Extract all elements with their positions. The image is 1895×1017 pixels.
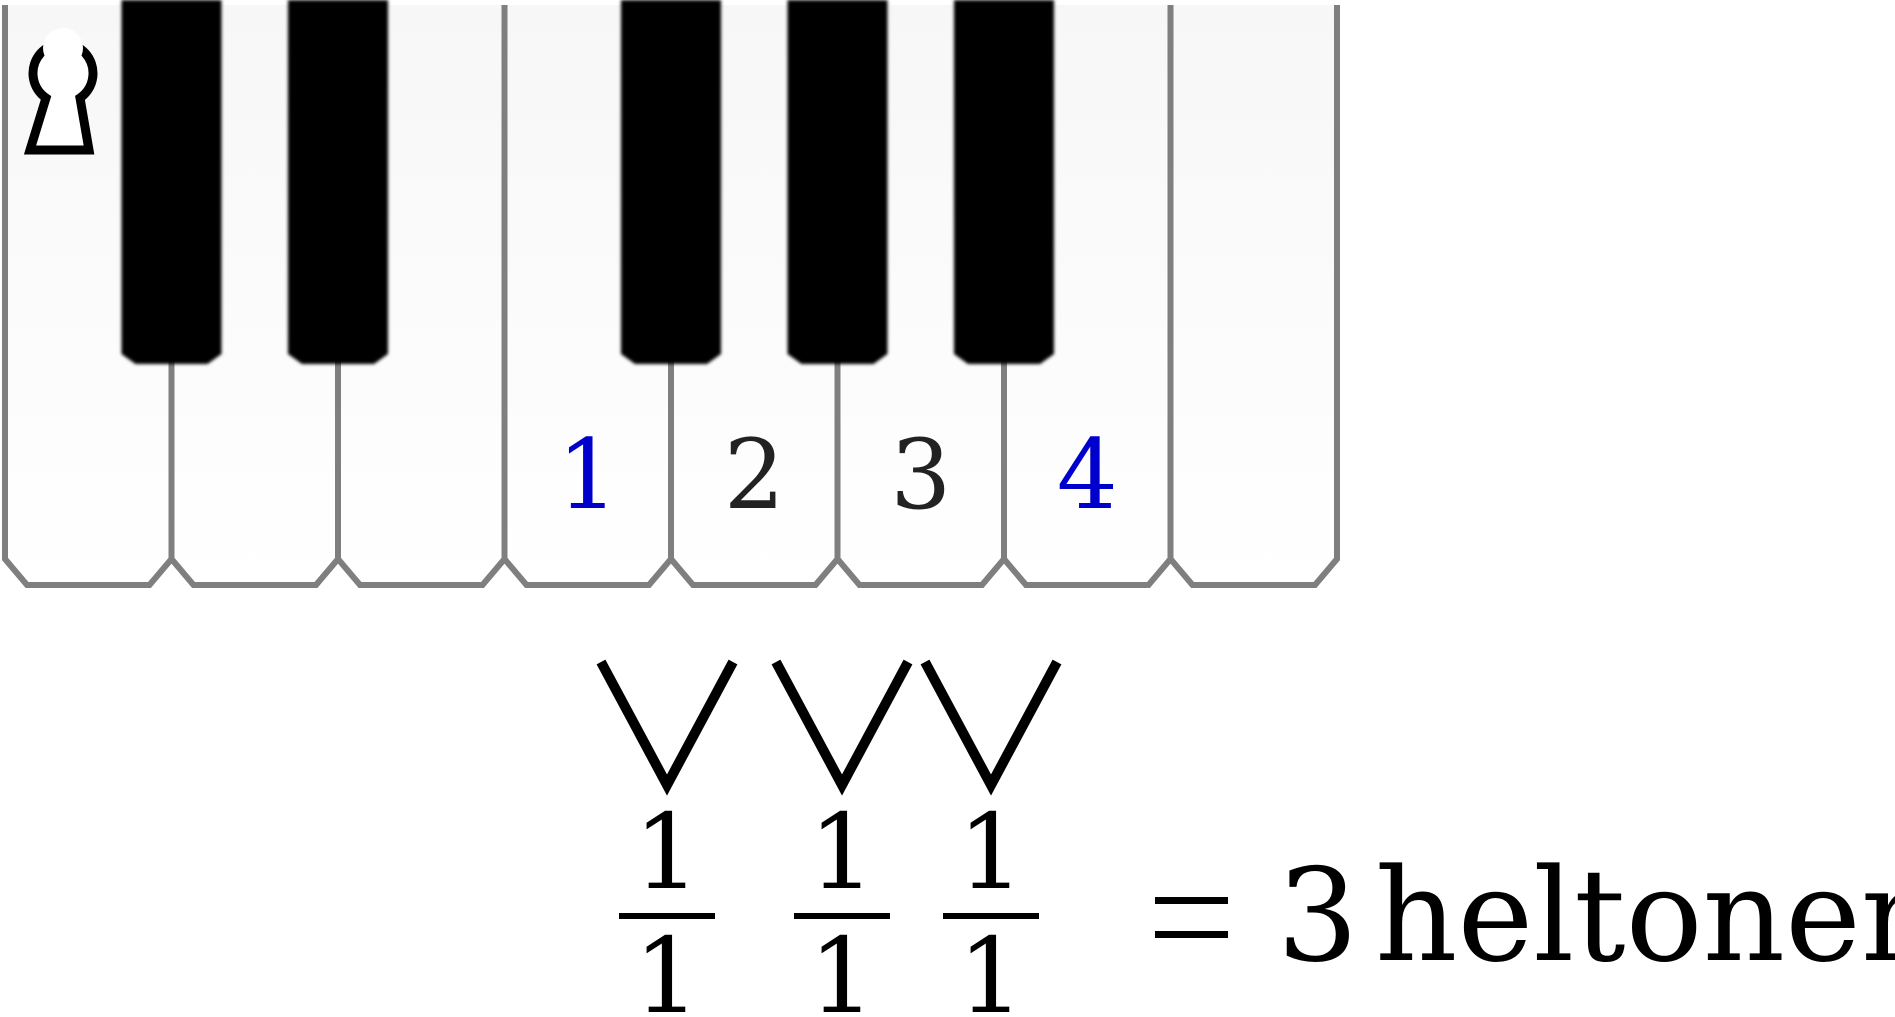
result-equation: 3 heltoner [1155, 842, 1895, 991]
fraction-denominator: 1 [958, 915, 1024, 1017]
fraction-numerator: 1 [809, 791, 875, 913]
key-number-label: 4 [1057, 419, 1118, 531]
black-keys [121, 0, 1054, 364]
keyhole-icon [23, 28, 98, 155]
white-key [1167, 5, 1340, 588]
equals-sign [1155, 897, 1228, 938]
fraction-bar [619, 913, 715, 919]
fraction-denominator: 1 [634, 915, 700, 1017]
fraction-denominator: 1 [809, 915, 875, 1017]
black-key [121, 0, 222, 364]
black-key [288, 0, 388, 364]
black-key [621, 0, 721, 364]
key-number-label: 3 [890, 419, 951, 531]
key-number-label: 2 [724, 419, 785, 531]
black-key [954, 0, 1054, 364]
black-key [787, 0, 888, 364]
fraction-numerator: 1 [634, 791, 700, 913]
fraction-bar [943, 913, 1039, 919]
v-shape-icon [771, 659, 913, 796]
fraction-bar [794, 913, 890, 919]
result-unit: heltoner [1375, 842, 1895, 991]
fraction-numerator: 1 [958, 791, 1024, 913]
result-value: 3 [1277, 842, 1358, 991]
v-shape-icon [596, 659, 738, 796]
v-shape-icon [920, 659, 1062, 796]
key-number-label: 1 [557, 419, 618, 531]
